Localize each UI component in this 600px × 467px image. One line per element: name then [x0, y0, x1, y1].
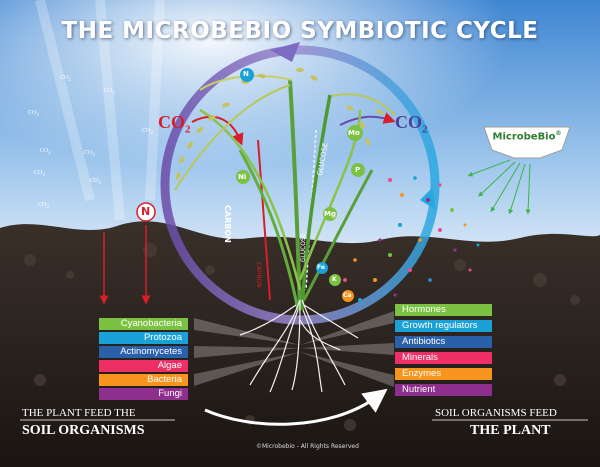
nutrient-mg: [323, 207, 337, 221]
co2-small-4: CO2: [142, 128, 153, 137]
co2-small-6: CO2: [84, 150, 95, 159]
plant-roots: [239, 299, 359, 393]
plant-output-bar-enzymes: Enzymes: [395, 368, 492, 380]
logo-spray-arrows: [467, 159, 531, 215]
nutrient-p: [351, 163, 365, 177]
footer-left-caption-line2: SOIL ORGANISMS: [22, 423, 145, 438]
cycle-arrowhead-top: [270, 42, 300, 62]
soil-texture: [24, 243, 580, 431]
nutrient-label-fe: Fe: [317, 264, 325, 271]
plant-output-bar-antibiotics: Antibiotics: [395, 336, 492, 348]
carbon-flow-label-lower: CARBON: [255, 262, 262, 288]
nutrient-n-top: [240, 68, 254, 82]
co2-small-7: CO2: [34, 170, 45, 179]
co2-small-9: CO2: [38, 202, 49, 211]
soil-ground: [0, 221, 600, 467]
soil-organism-bar-bacteria: Bacteria: [99, 374, 188, 386]
nutrient-label-mg: Mg: [324, 210, 336, 218]
nutrient-label-n-top: N: [243, 70, 249, 78]
co2-small-8: CO2: [90, 178, 101, 187]
nutrient-ni: [236, 170, 250, 184]
molecule-particles: [343, 176, 480, 302]
co2-label-right: CO2: [395, 112, 428, 136]
nutrient-mo: [347, 125, 363, 141]
plant-output-bar-growth-regulators: Growth regulators: [395, 320, 492, 332]
footer-right-caption-line1: SOIL ORGANISMS FEED: [435, 407, 557, 419]
nutrient-label-n-left: N: [141, 205, 151, 218]
nutrient-label-p: P: [355, 166, 361, 174]
rice-grains: [175, 68, 384, 180]
carbon-flow-line: [257, 139, 271, 301]
co2-intake-arrow: [191, 115, 244, 146]
microbebio-logo: MicrobeBio®: [492, 130, 562, 143]
organism-connector-fan: [194, 311, 394, 387]
soil-organism-bar-fungi: Fungi: [99, 388, 188, 400]
nutrient-label-ca: Ca: [343, 292, 352, 299]
co2-small-1: CO2: [60, 75, 71, 84]
microbebio-logo-badge: [483, 126, 571, 159]
glucose-flow-label-lower: GLUCOSE: [300, 233, 307, 262]
soil-organism-bar-cyanobacteria: Cyanobacteria: [99, 318, 188, 330]
nutrient-ca: [342, 290, 354, 302]
footer-left-caption-line1: THE PLANT FEED THE: [22, 407, 136, 419]
plant-output-bar-hormones: Hormones: [395, 304, 492, 316]
co2-small-2: CO2: [104, 88, 115, 97]
nutrient-label-k: K: [332, 276, 337, 283]
rice-plant: [174, 74, 396, 311]
sun-rays: [35, 0, 165, 221]
plant-output-bar-minerals: Minerals: [395, 352, 492, 364]
copyright-notice: ©Microbebio - All Rights Reserved: [256, 443, 359, 450]
nutrient-k: [329, 274, 341, 286]
soil-organism-bar-protozoa: Protozoa: [99, 332, 188, 344]
nutrient-circles: [136, 68, 365, 302]
nutrient-n-left: [136, 202, 156, 222]
co2-release-arrow: [339, 112, 396, 126]
soil-organism-bar-algae: Algae: [99, 360, 188, 372]
carbon-flow-label: CARBON: [223, 205, 232, 243]
co2-label-left: CO2: [158, 112, 191, 136]
nutrient-label-ni: Ni: [238, 173, 247, 181]
co2-small-3: CO2: [28, 110, 39, 119]
diagram-title: THE MICROBEBIO SYMBIOTIC CYCLE: [61, 18, 539, 44]
cycle-swoosh-arrow: [204, 388, 388, 426]
co2-small-5: CO2: [40, 148, 51, 157]
plant-output-bar-nutrient: Nutrient: [395, 384, 492, 396]
soil-organism-bar-actinomycetes: Actinomycetes: [99, 346, 188, 358]
nutrient-fe: [316, 262, 328, 274]
nutrient-label-mo: Mo: [348, 129, 360, 137]
footer-right-caption-line2: THE PLANT: [470, 423, 551, 438]
